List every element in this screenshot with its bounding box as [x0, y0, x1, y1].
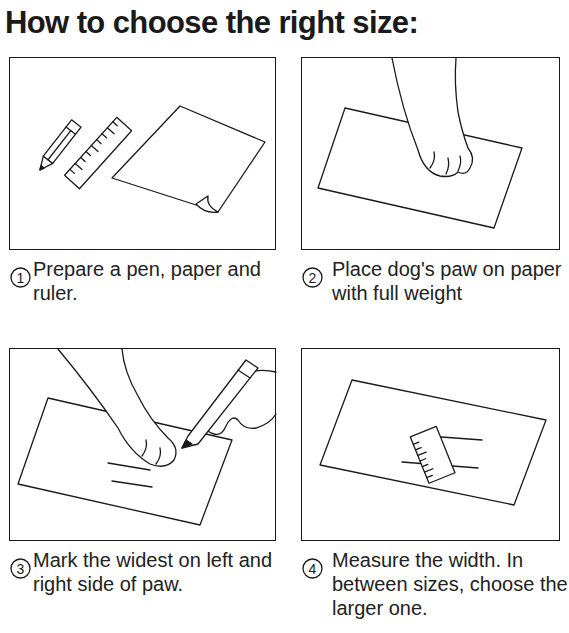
paw-toes	[142, 440, 161, 464]
step-panel: Place dog's paw on paper with full weigh…	[301, 57, 560, 250]
circle-shape	[303, 559, 322, 578]
step-number-text: 1	[10, 267, 31, 288]
mark-line	[108, 463, 152, 487]
step-panel: Prepare a pen, paper and ruler.	[9, 57, 276, 250]
ruler	[410, 426, 455, 483]
step-number: 4	[302, 558, 323, 579]
step-number: 2	[302, 267, 323, 288]
step-number-text: 4	[302, 558, 323, 579]
step-caption: Measure the width. In between sizes, cho…	[332, 548, 568, 620]
paper	[112, 106, 265, 212]
step-caption: Prepare a pen, paper and ruler.	[33, 257, 273, 305]
dog-leg	[58, 349, 176, 466]
pen-hand	[182, 360, 276, 448]
step-caption: Mark the widest on left and right side o…	[33, 548, 273, 596]
paper	[320, 380, 546, 505]
step-caption: Place dog's paw on paper with full weigh…	[332, 257, 568, 305]
step-panel: Measure the width. In between sizes, cho…	[301, 348, 560, 541]
step-number: 1	[10, 267, 31, 288]
step-panel: Mark the widest on left and right side o…	[9, 348, 276, 541]
title: How to choose the right size:	[5, 4, 418, 42]
circle-shape	[11, 268, 30, 287]
circle-shape	[11, 559, 30, 578]
step-number-text: 3	[10, 558, 31, 579]
circle-shape	[303, 268, 322, 287]
dog-leg	[392, 58, 473, 177]
paw-toes	[430, 152, 461, 174]
step-number-text: 2	[302, 267, 323, 288]
step-number: 3	[10, 558, 31, 579]
